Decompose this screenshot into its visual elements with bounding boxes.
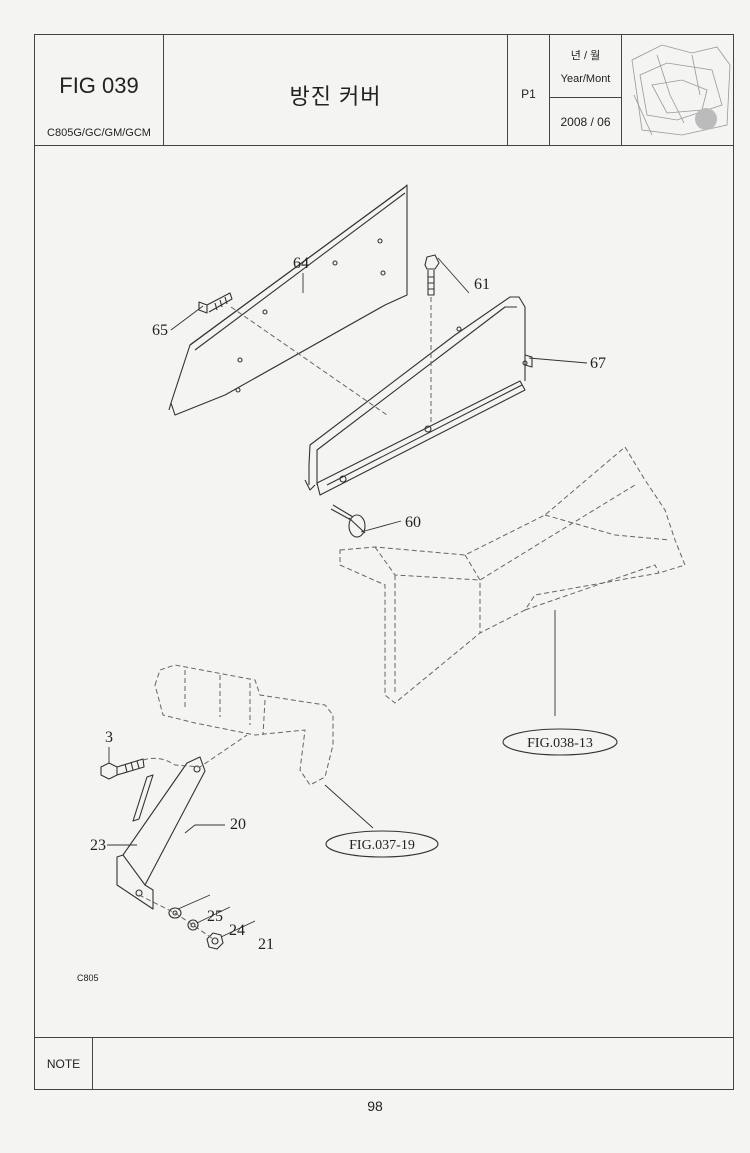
- machine-thumbnail: [622, 35, 735, 145]
- model-codes: C805G/GC/GM/GCM: [47, 127, 151, 139]
- callout-25: 25: [207, 908, 223, 925]
- spring-washer-24: [187, 919, 199, 931]
- callout-65: 65: [152, 322, 168, 339]
- page-label: P1: [521, 87, 536, 101]
- flat-washer-25: [168, 907, 182, 919]
- drawing-code: C805: [77, 973, 99, 983]
- assembly-line-nut: [138, 894, 214, 940]
- fig-number-cell: FIG 039 C805G/GC/GM/GCM: [35, 35, 164, 145]
- date-cell: 년 / 월 Year/Mont 2008 / 06: [550, 35, 622, 145]
- drawing-title: 방진 커버: [289, 84, 382, 109]
- note-row: NOTE: [35, 1037, 733, 1090]
- leader-fig037: [324, 784, 374, 829]
- callout-23: 23: [90, 837, 106, 854]
- bolt-3: [100, 758, 145, 780]
- callout-60: 60: [405, 514, 421, 531]
- callout-20: 20: [230, 816, 246, 833]
- drawing-sheet: FIG 039 C805G/GC/GM/GCM 방진 커버 P1 년 / 월 Y…: [34, 34, 734, 1090]
- reference-callout-fig037: FIG.037-19: [325, 830, 439, 858]
- callout-24: 24: [229, 922, 245, 939]
- title-block: FIG 039 C805G/GC/GM/GCM 방진 커버 P1 년 / 월 Y…: [35, 35, 733, 146]
- leader-65: [170, 305, 204, 331]
- reference-frame-fig037: [154, 664, 334, 786]
- leader-21: [220, 920, 256, 938]
- callout-61: 61: [474, 276, 490, 293]
- callout-21: 21: [258, 936, 274, 953]
- spacer-23: [132, 774, 154, 822]
- assembly-line-65: [230, 306, 388, 416]
- cover-frame-67: [304, 296, 533, 496]
- leader-60: [360, 520, 402, 533]
- reference-callout-fig038: FIG.038-13: [502, 728, 618, 756]
- date-label-korean: 년 / 월: [570, 50, 601, 62]
- date-label-english: Year/Mont: [560, 73, 611, 85]
- leader-67: [528, 357, 588, 364]
- bolt-61: [424, 254, 440, 296]
- note-label: NOTE: [35, 1038, 93, 1090]
- reference-label-fig038: FIG.038-13: [527, 736, 593, 751]
- leader-24: [196, 906, 231, 924]
- leader-25: [177, 894, 211, 910]
- callout-64: 64: [293, 255, 309, 272]
- callout-67: 67: [590, 355, 606, 372]
- combine-harvester-thumbnail-image: [631, 44, 731, 136]
- assembly-line-3: [142, 734, 248, 768]
- nut-21: [206, 932, 224, 950]
- bracket-20: [116, 756, 206, 910]
- reference-label-fig037: FIG.037-19: [349, 838, 415, 853]
- leader-61: [437, 257, 470, 294]
- date-value: 2008 / 06: [560, 115, 611, 129]
- fig-number: FIG 039: [59, 73, 139, 98]
- title-cell: 방진 커버: [164, 35, 508, 145]
- bolt-65: [198, 292, 233, 314]
- page-cell: P1: [508, 35, 550, 145]
- page-number: 98: [367, 1098, 383, 1114]
- knob-60: [330, 504, 366, 538]
- exploded-parts-drawing: 64 65 61 67 60 3 20 23 25 24 21 FIG.038-…: [35, 145, 733, 1037]
- parts-diagram: 64 65 61 67 60 3 20 23 25 24 21 FIG.038-…: [90, 184, 686, 953]
- date-divider: [550, 97, 621, 98]
- callout-3: 3: [105, 729, 113, 746]
- reference-frame-fig038: [339, 446, 686, 704]
- leader-20: [184, 824, 225, 834]
- dust-cover-plate-64: [168, 184, 408, 416]
